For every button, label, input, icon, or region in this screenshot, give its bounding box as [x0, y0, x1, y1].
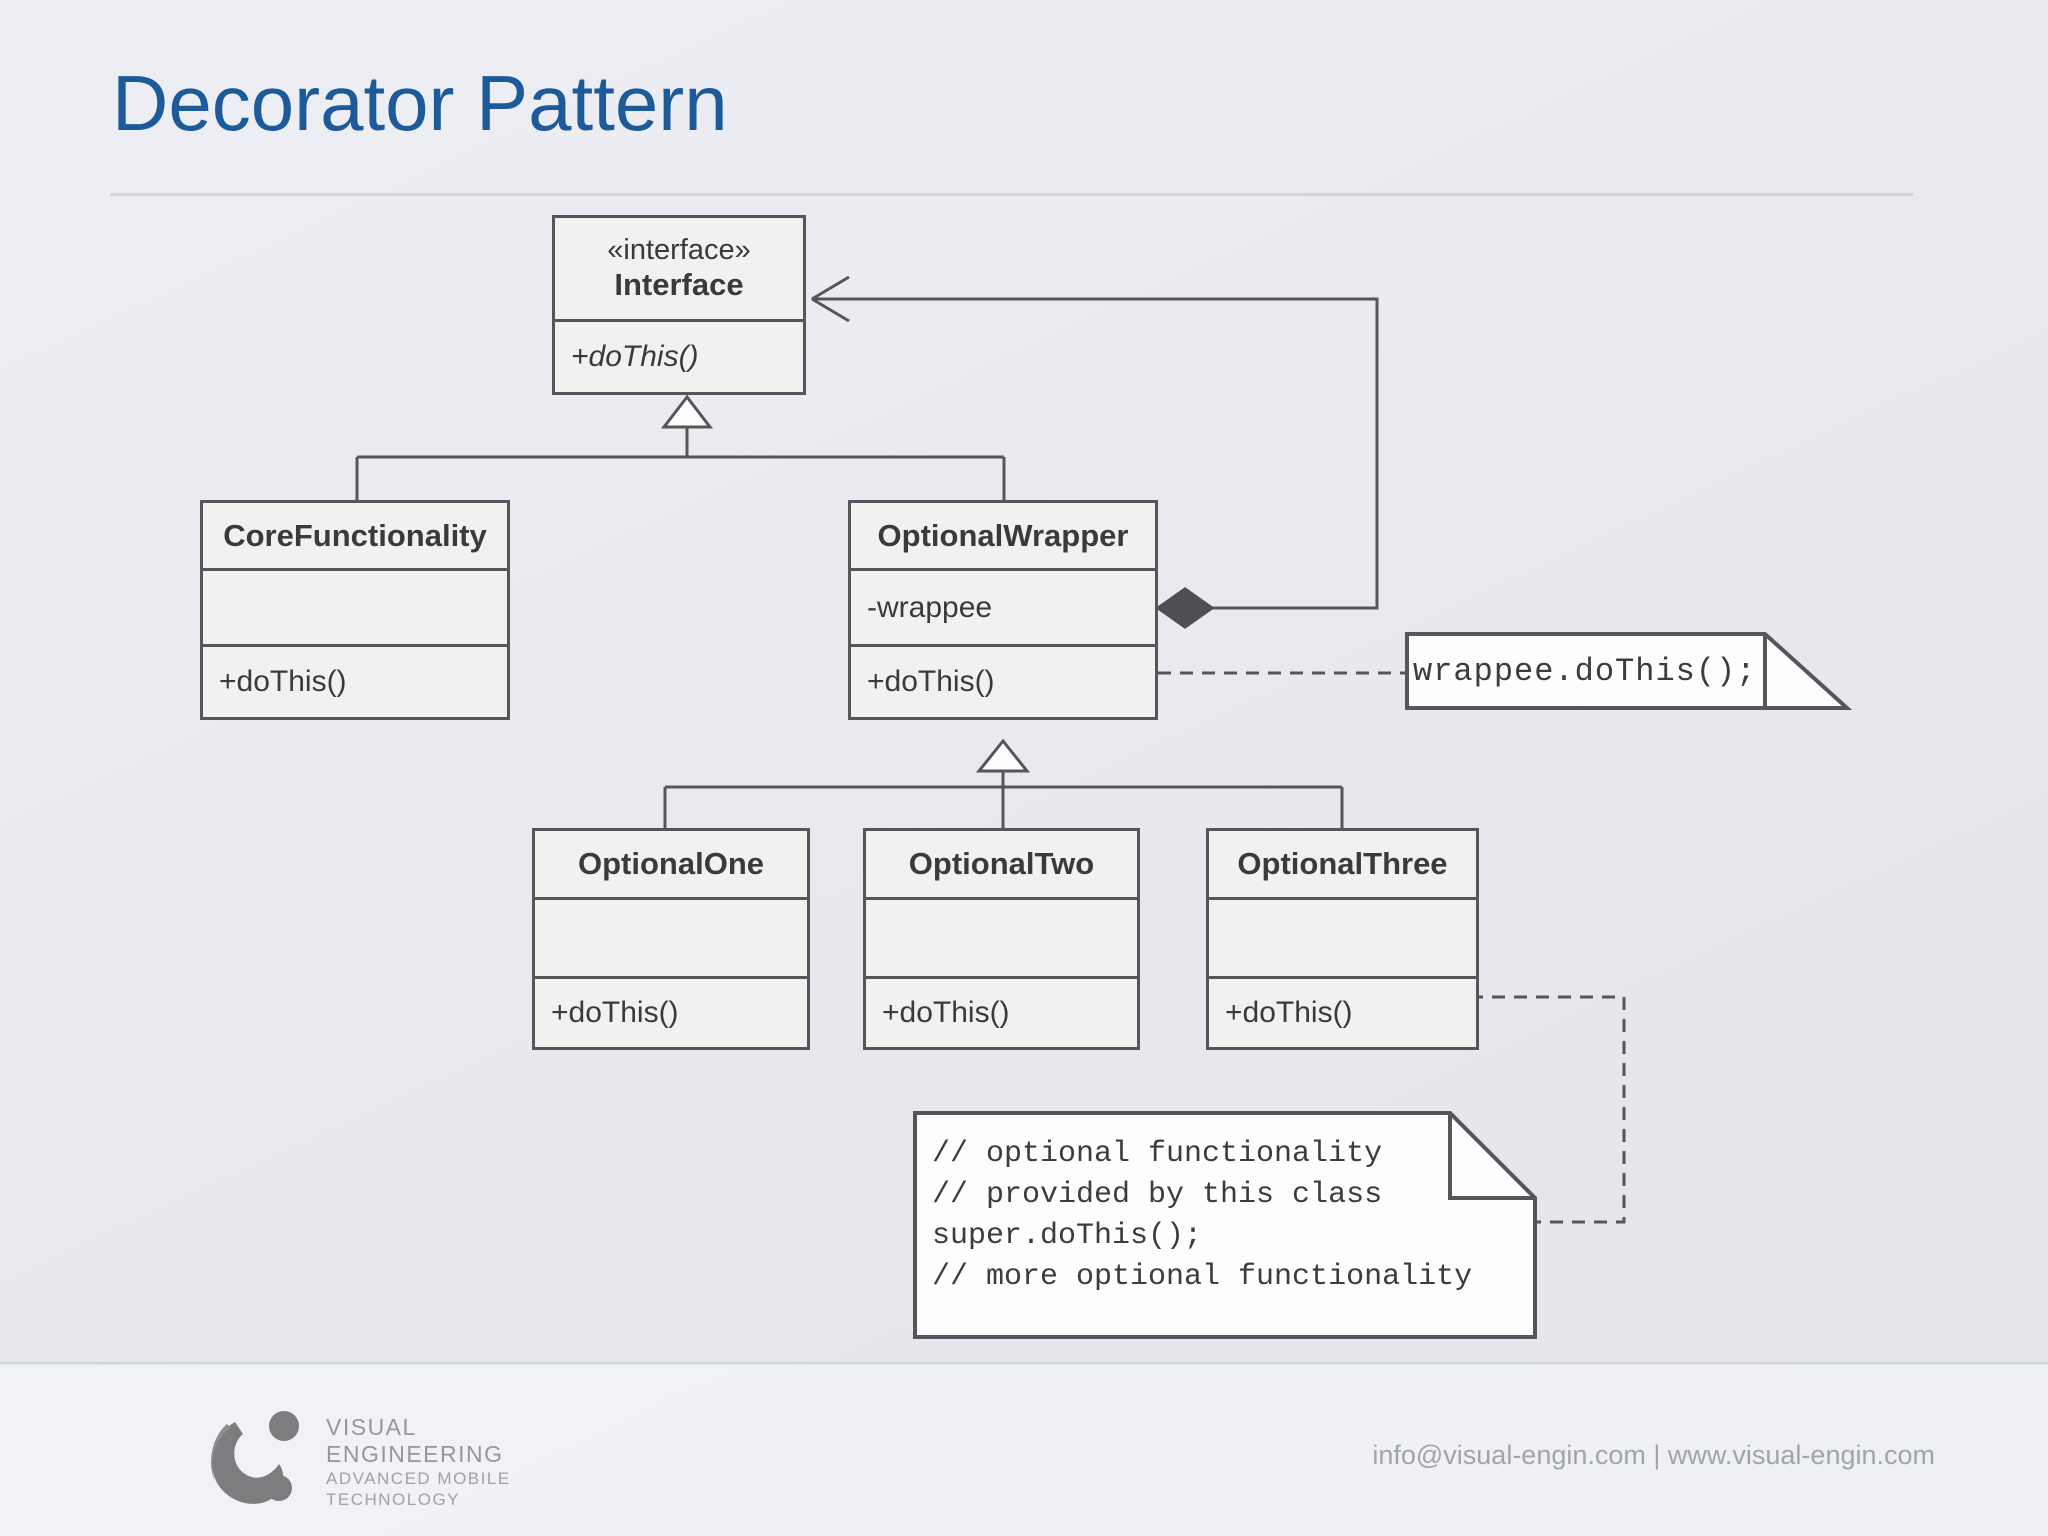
- wrappee-note-shape: [1405, 632, 1853, 710]
- code-note-line: // provided by this class: [932, 1178, 1383, 1212]
- code-note-shape: [913, 1111, 1537, 1339]
- wrapper-method: +doThis(): [851, 644, 1155, 717]
- class-optionalthree: OptionalThree +doThis(): [1206, 828, 1479, 1050]
- class-optionalone: OptionalOne +doThis(): [532, 828, 810, 1050]
- visual-engineering-logo-icon: [211, 1411, 299, 1504]
- optionaltwo-name: OptionalTwo: [908, 846, 1095, 881]
- code-note-line: // optional functionality: [932, 1137, 1383, 1171]
- core-attributes: [203, 568, 507, 644]
- class-interface: «interface» Interface +doThis(): [552, 215, 806, 395]
- core-method: +doThis(): [203, 644, 507, 717]
- logo-line: TECHNOLOGY: [326, 1490, 461, 1509]
- class-optionaltwo: OptionalTwo +doThis(): [863, 828, 1140, 1050]
- optionaltwo-attributes: [866, 897, 1137, 976]
- dashed-link-code-note: [1470, 995, 1626, 1224]
- optionalthree-attributes: [1209, 897, 1476, 976]
- optionalthree-method: +doThis(): [1209, 976, 1476, 1047]
- interface-name: Interface: [614, 267, 744, 302]
- wrapper-attribute: -wrappee: [851, 568, 1155, 644]
- generalization-arrow-to-wrapper: [663, 738, 1344, 828]
- core-name: CoreFunctionality: [223, 517, 487, 553]
- interface-method: +doThis(): [555, 319, 803, 392]
- optionaltwo-method: +doThis(): [866, 976, 1137, 1047]
- aggregation-link: [811, 275, 1379, 629]
- optionalone-name: OptionalOne: [578, 846, 764, 881]
- wrappee-note-text: wrappee.doThis();: [1413, 652, 1757, 690]
- footer: [0, 1365, 2048, 1536]
- class-optionalwrapper: OptionalWrapper -wrappee +doThis(): [848, 500, 1158, 720]
- interface-stereotype: «interface»: [607, 234, 751, 266]
- title-divider: [110, 193, 1913, 196]
- page-title: Decorator Pattern: [112, 59, 728, 147]
- code-note-text: // optional functionality // provided by…: [932, 1134, 1472, 1298]
- optionalone-attributes: [535, 897, 807, 976]
- class-interface-header: «interface» Interface: [555, 218, 803, 319]
- class-corefunctionality: CoreFunctionality +doThis(): [200, 500, 510, 720]
- wrapper-name: OptionalWrapper: [877, 517, 1129, 553]
- footer-contact: info@visual-engin.com | www.visual-engin…: [1372, 1440, 1935, 1470]
- optionalone-method: +doThis(): [535, 976, 807, 1047]
- aggregation-diamond-icon: [1155, 587, 1215, 629]
- logo-line: VISUAL: [326, 1414, 417, 1440]
- code-note-line: // more optional functionality: [932, 1260, 1473, 1294]
- footer-divider: [0, 1362, 2048, 1364]
- logo-text: VISUAL ENGINEERING ADVANCED MOBILE TECHN…: [326, 1414, 511, 1510]
- generalization-arrow-to-interface: [355, 394, 1006, 500]
- optionalthree-name: OptionalThree: [1237, 846, 1448, 881]
- logo-line: ENGINEERING: [326, 1441, 504, 1467]
- logo-line: ADVANCED MOBILE: [326, 1469, 511, 1488]
- code-note-line: super.doThis();: [932, 1219, 1203, 1253]
